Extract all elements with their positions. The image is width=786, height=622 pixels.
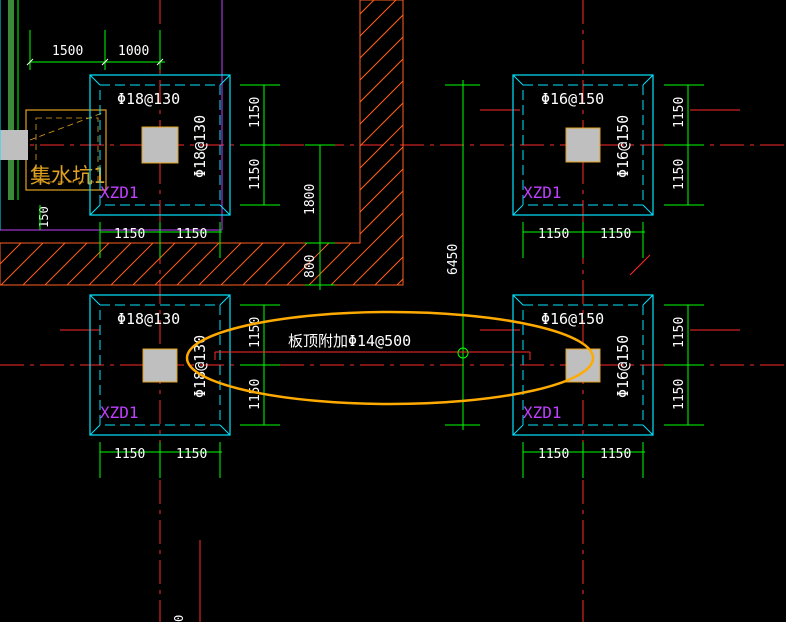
dim-side-1: 1150 [672,317,687,348]
dim-bottom-2: 1150 [176,447,207,462]
hatch-line [271,0,403,285]
dim-bottom-2: 1150 [600,447,631,462]
dim-bottom-1: 1150 [538,447,569,462]
dim-6450: 6450 [445,80,480,430]
pit-dim: 150 [37,206,51,228]
dim-side-2: 1150 [248,379,263,410]
pad-bottom-left[interactable]: Φ18@130 Φ18@130 XZD1 1150 1150 1150 1150 [89,294,280,478]
hatch-line [624,0,786,300]
dim-800: 800 [303,255,318,278]
dim-1800: 1800 [303,184,318,215]
rebar-v-label: Φ18@130 [191,115,209,178]
pit-area: 集水坑1 150 [0,0,223,231]
hatch-line [381,0,403,285]
pad-top-left[interactable]: Φ18@130 Φ18@130 XZD1 1150 1150 1150 1150 [89,74,280,258]
rebar-h-label: Φ18@130 [117,310,180,328]
column [565,348,601,383]
hatch-line [580,0,786,300]
dim-bottom-1: 1150 [114,227,145,242]
pad-tag: XZD1 [100,403,139,422]
hatch-line [183,0,403,285]
hatch-line [0,0,221,285]
dim-bottom-1: 1150 [114,447,145,462]
dim-side-2: 1150 [672,159,687,190]
rebar-h-label: Φ16@150 [541,310,604,328]
rebar-v-label: Φ16@150 [614,115,632,178]
dim-6450-label: 6450 [446,244,461,275]
hatch-line [734,0,786,300]
dim-side-2: 1150 [672,379,687,410]
pad-bottom-right[interactable]: Φ16@150 Φ16@150 XZD1 1150 1150 1150 1150 [512,294,704,478]
hatch-line [293,0,403,285]
pad-top-right[interactable]: Φ16@150 Φ16@150 XZD1 1150 1150 1150 1150 [512,74,704,258]
dim-bottom-2: 1150 [600,227,631,242]
bottom-mark: 0 [172,615,186,622]
hatch-line [646,0,786,300]
hatch-line [205,0,403,285]
dim-bottom-2: 1150 [176,227,207,242]
column [565,127,601,163]
top-dimension: 1500 1000 [26,30,165,70]
rebar-h-label: Φ16@150 [541,90,604,108]
hatch-line [249,0,403,285]
top-dim-1500: 1500 [52,44,83,59]
pad-tag: XZD1 [523,183,562,202]
hatch-line [492,0,786,300]
hatch-line [712,0,786,300]
hatch-line [315,0,403,285]
hatch-line [778,0,786,300]
hatch-line [668,0,786,300]
hatch-line [337,0,403,285]
hatch-line [690,0,786,300]
hatch-line [227,0,403,285]
rebar-v-label: Φ18@130 [191,335,209,398]
hatch-line [756,0,786,300]
rebar-h-label: Φ18@130 [117,90,180,108]
added-rebar-line: 板顶附加Φ14@500 [214,332,531,360]
column [141,126,179,164]
dim-side-1: 1150 [672,97,687,128]
rebar-v-label: Φ16@150 [614,335,632,398]
hatch-line [139,0,403,285]
dim-bottom-1: 1150 [538,227,569,242]
rebar-note: 板顶附加Φ14@500 [288,332,411,350]
highlight-ellipse [185,310,595,406]
top-dim-1000: 1000 [118,44,149,59]
dim-side-2: 1150 [248,159,263,190]
dim-side-1: 1150 [248,97,263,128]
pit-label: 集水坑1 [30,164,106,188]
pad-tag: XZD1 [523,403,562,422]
dim-1800-800: 1800 800 [303,144,335,290]
column [142,348,178,383]
pad-tag: XZD1 [100,183,139,202]
